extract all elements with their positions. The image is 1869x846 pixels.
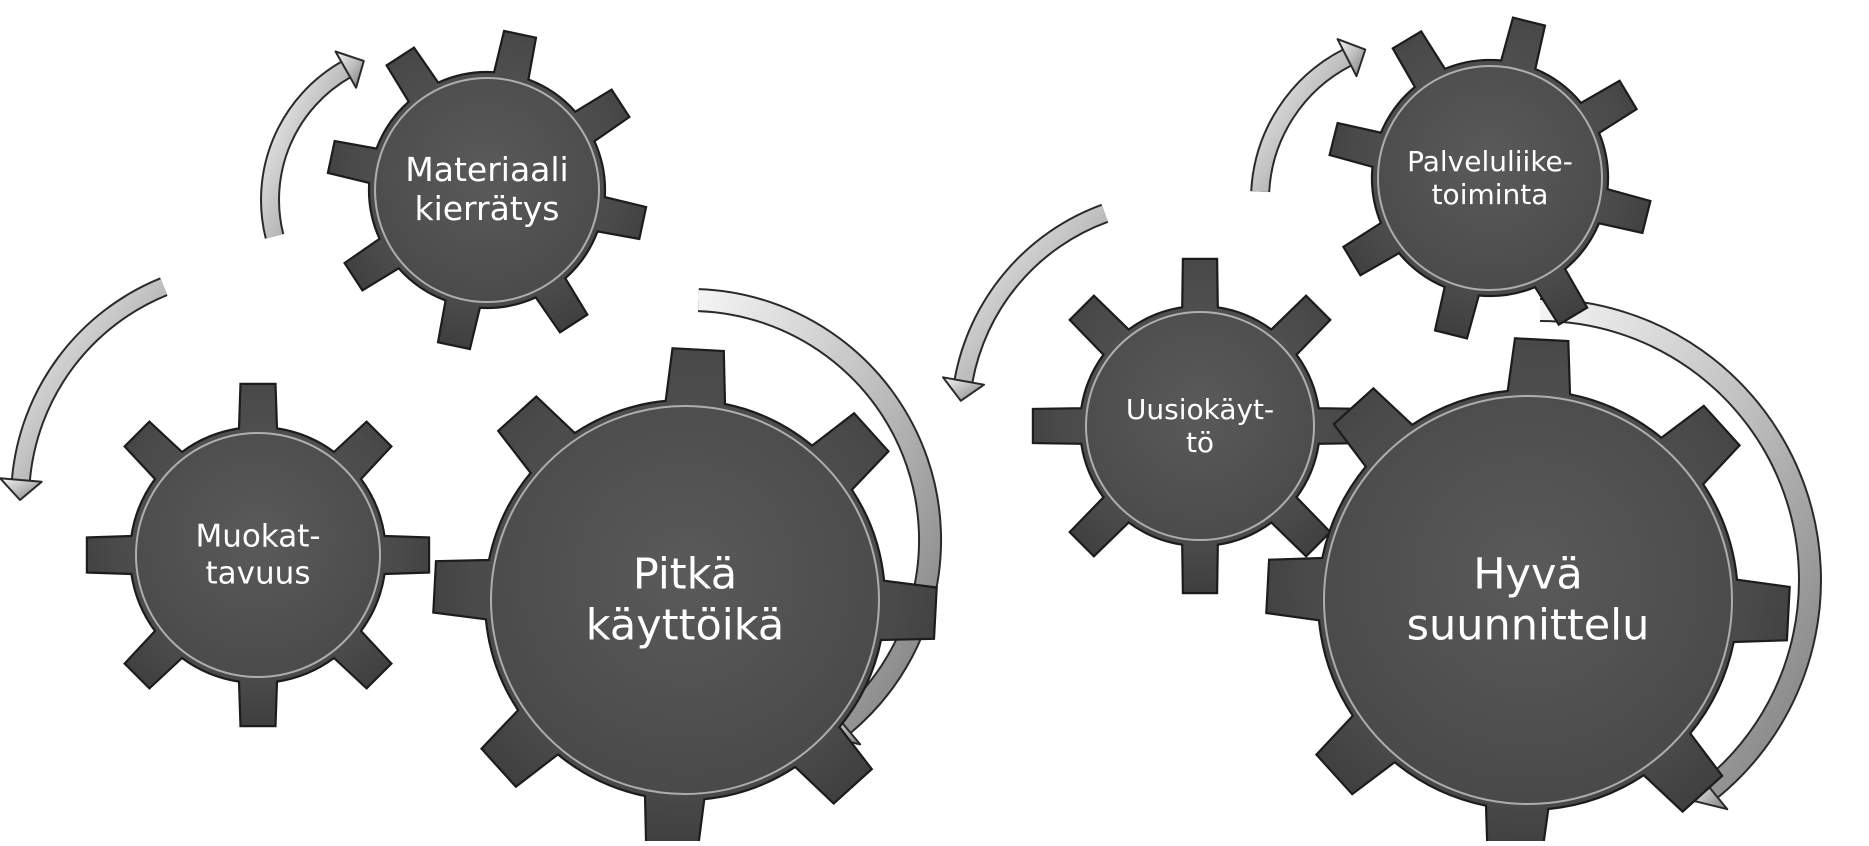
arrow-shaft bbox=[698, 290, 941, 733]
arrow-head bbox=[0, 477, 43, 501]
gear-label-line: suunnittelu bbox=[1406, 600, 1650, 650]
arrow-shaft bbox=[1539, 300, 1820, 797]
gear-label-materiaali-kierratys: Materiaali kierrätys bbox=[405, 150, 569, 229]
gear-label-pitka-kayttoika: Pitkä käyttöikä bbox=[586, 549, 784, 650]
gear-uusiokaytto bbox=[1031, 257, 1369, 595]
gear-label-line: Materiaali bbox=[405, 150, 569, 190]
gear-label-muokattavuus: Muokat- tavuus bbox=[195, 518, 320, 591]
gear-body bbox=[1265, 337, 1791, 846]
arrow-head bbox=[1336, 38, 1367, 78]
gear-label-line: Hyvä bbox=[1473, 549, 1583, 600]
gear-label-line: Uusiokäyt- bbox=[1125, 392, 1275, 426]
arrow-muokattavuus bbox=[0, 277, 168, 501]
arrow-shaft bbox=[955, 205, 1108, 383]
gear-label-line: kierrätys bbox=[414, 189, 560, 228]
gear-rim bbox=[135, 432, 381, 678]
gear-body bbox=[432, 347, 938, 846]
gear-hyva-suunnittelu bbox=[1265, 337, 1791, 846]
arrow-shaft bbox=[262, 62, 350, 239]
arrow-materiaali bbox=[260, 50, 365, 239]
gear-pitka-kayttoika bbox=[432, 347, 938, 846]
gear-label-line: käyttöikä bbox=[585, 600, 785, 650]
gear-label-line: tavuus bbox=[205, 555, 311, 591]
gear-body bbox=[1031, 257, 1369, 595]
gear-label-palveluliiketoiminta: Palveluliike- toiminta bbox=[1407, 145, 1573, 211]
gear-body bbox=[85, 382, 431, 728]
gear-palveluliiketoiminta bbox=[1328, 16, 1652, 340]
gear-label-line: toiminta bbox=[1431, 178, 1549, 211]
gears-layer bbox=[85, 16, 1791, 846]
arrow-head bbox=[942, 376, 985, 402]
gear-materiaali-kierratys bbox=[326, 29, 648, 351]
gear-rim bbox=[1085, 311, 1315, 541]
gear-rim bbox=[1323, 395, 1733, 805]
gear-rim bbox=[1377, 65, 1603, 291]
gear-rim bbox=[374, 77, 600, 303]
arrow-shaft bbox=[12, 279, 167, 481]
arrow-uusio bbox=[942, 203, 1109, 402]
arrow-palvelu bbox=[1250, 38, 1367, 193]
arrows-layer bbox=[0, 38, 1822, 811]
gear-rim bbox=[490, 405, 880, 795]
gear-label-line: Palveluliike- bbox=[1407, 144, 1573, 178]
gear-label-line: Pitkä bbox=[632, 549, 738, 600]
gear-body bbox=[1328, 16, 1652, 340]
arrow-shaft-outline bbox=[953, 203, 1109, 383]
gear-muokattavuus bbox=[85, 382, 431, 728]
gear-label-line: Muokat- bbox=[195, 518, 321, 555]
arrow-shaft bbox=[1252, 50, 1351, 193]
gear-label-uusiokaytto: Uusiokäyt- tö bbox=[1126, 393, 1274, 459]
gear-label-hyva-suunnittelu: Hyvä suunnittelu bbox=[1407, 549, 1650, 650]
gear-label-line: tö bbox=[1185, 426, 1215, 459]
arrow-head bbox=[334, 50, 365, 89]
